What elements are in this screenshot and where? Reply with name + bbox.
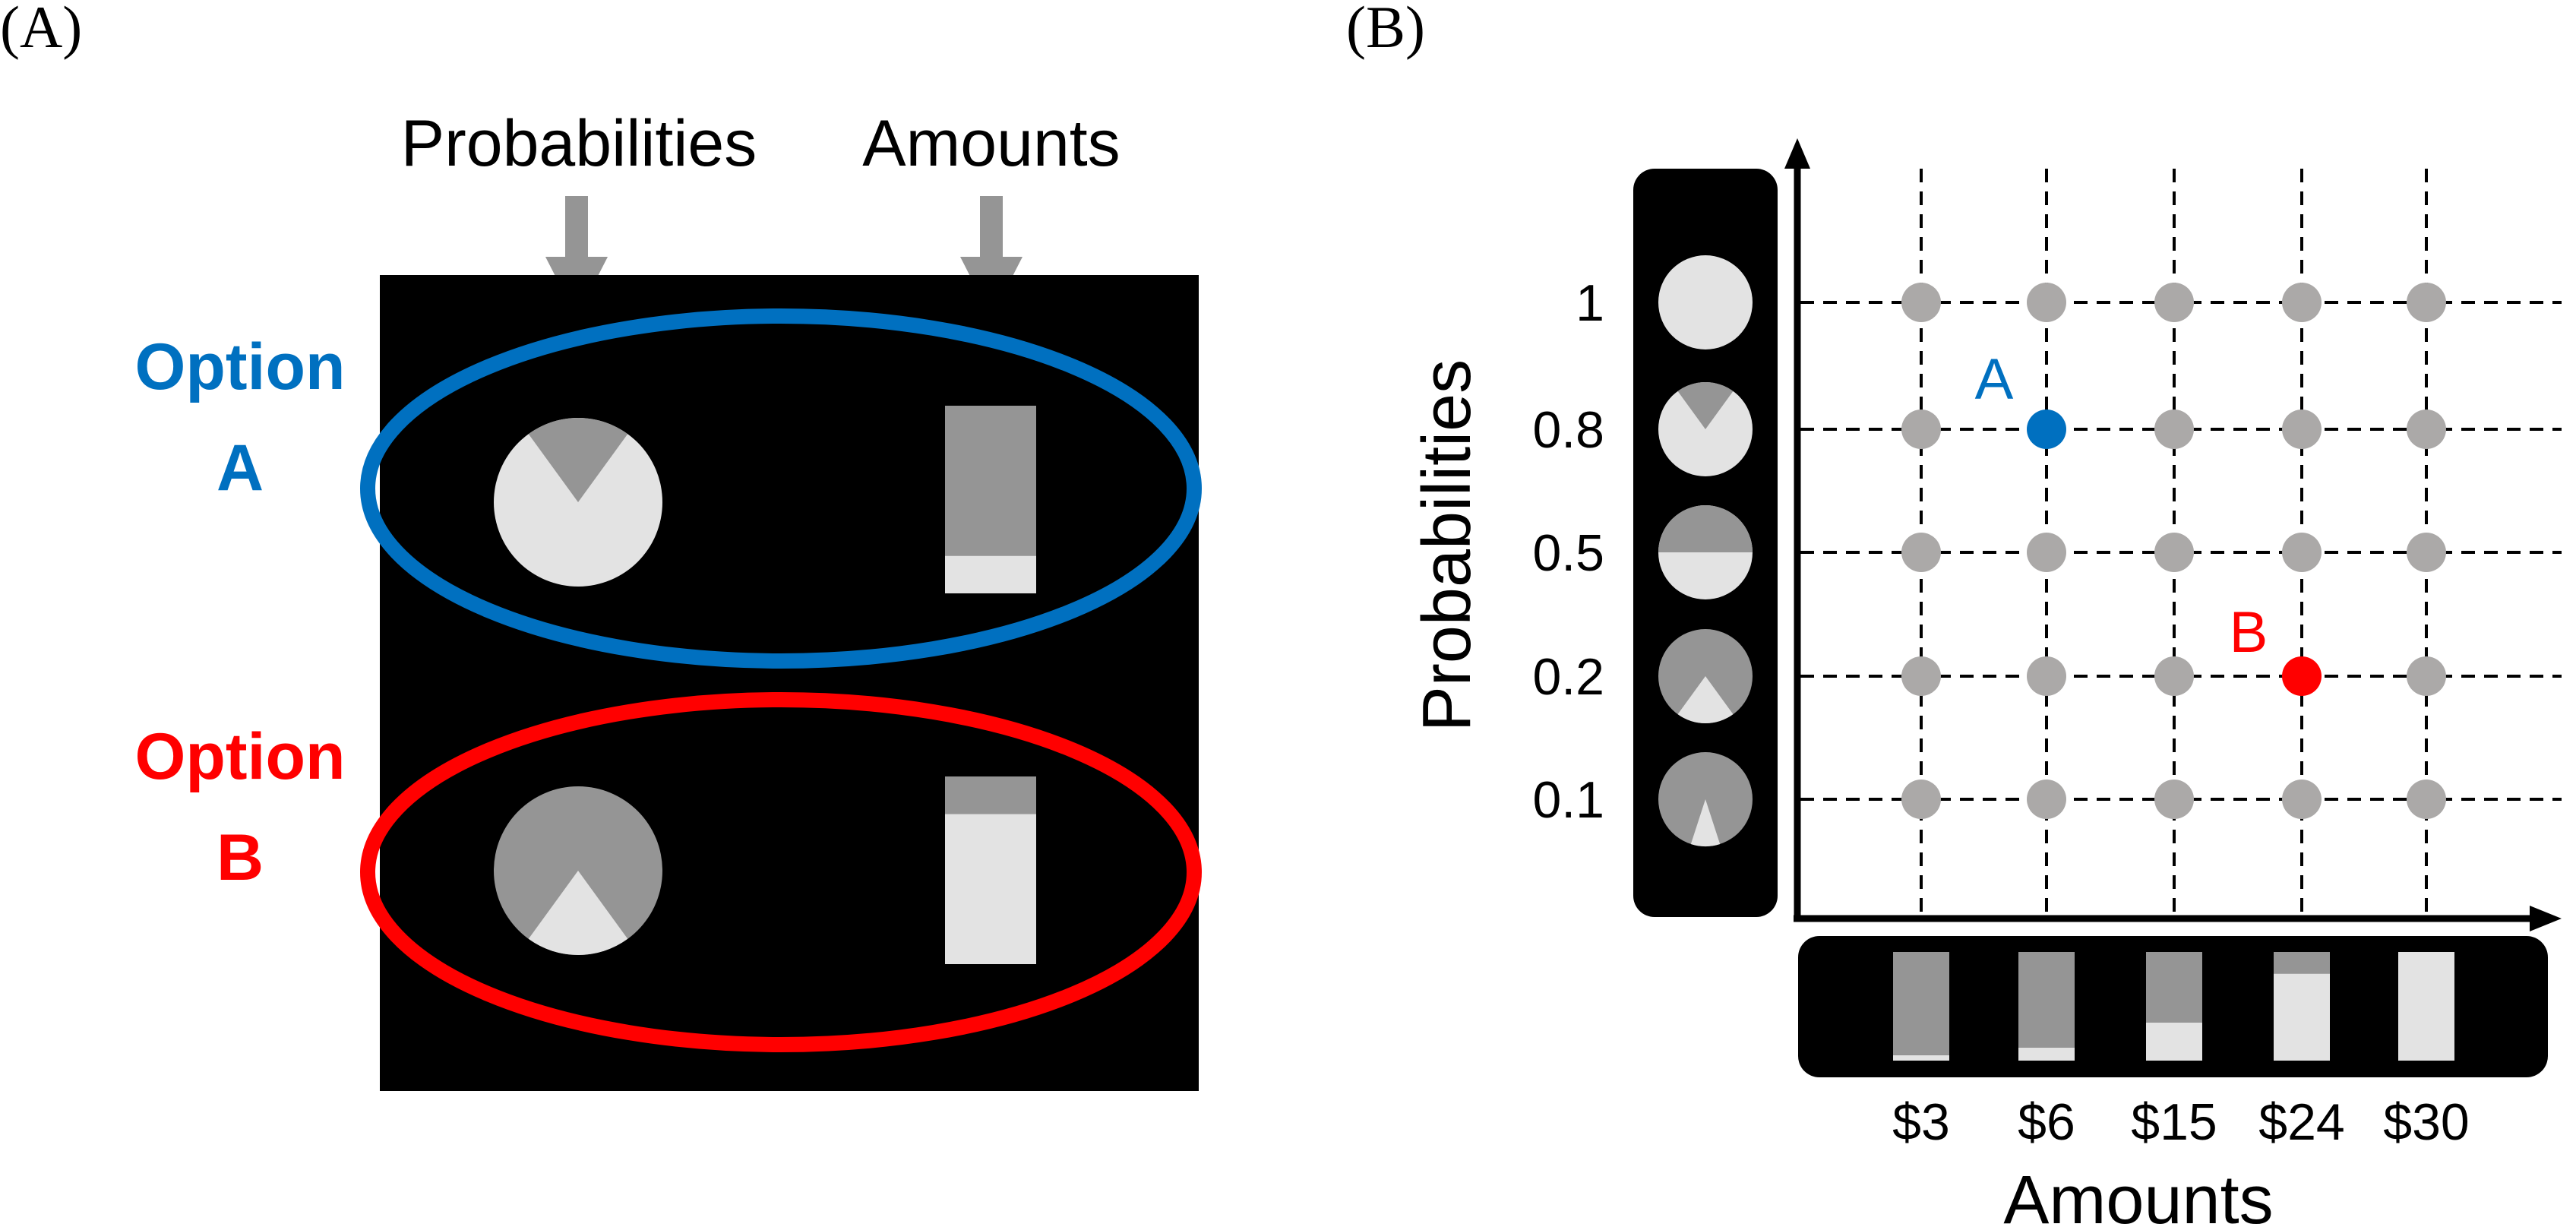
option-b-pie (494, 786, 662, 955)
grid-point (1901, 780, 1941, 819)
pie-legend-icon (1658, 381, 1753, 476)
grid-point (2282, 780, 2322, 819)
y-axis-label: Probabilities (1409, 359, 1485, 732)
bar-legend (1893, 952, 2454, 1061)
panel-b-label: (B) (1346, 0, 1425, 60)
x-axis-label: Amounts (2003, 1162, 2273, 1227)
option-b: Option B (134, 692, 1202, 1052)
option-a-ellipse (360, 308, 1202, 669)
point-label-a: A (1975, 347, 2014, 412)
grid-point (2282, 533, 2322, 572)
bar-legend-icon (2398, 952, 2454, 1061)
grid-point (2027, 283, 2066, 322)
panel-a: (A) Probabilities Amounts Option A Optio… (0, 0, 1202, 1091)
grid-point (2407, 410, 2446, 449)
grid-point (2282, 283, 2322, 322)
grid-point (2154, 410, 2194, 449)
grid-point (2027, 533, 2066, 572)
grid-point (1901, 283, 1941, 322)
pie-legend-icon (1658, 255, 1753, 349)
option-a-pie-graphic (494, 418, 662, 587)
grid-point (2154, 283, 2194, 322)
pie-legend-icon (1658, 752, 1753, 846)
option-b-word: Option (134, 720, 345, 793)
x-tick-label: $15 (2131, 1093, 2217, 1151)
bar-legend-icon (2146, 952, 2202, 1061)
pie-legend-icon (1658, 505, 1753, 599)
panel-a-label: (A) (0, 0, 82, 60)
amounts-header: Amounts (862, 107, 1120, 180)
grid-point (2027, 780, 2066, 819)
option-a-letter: A (217, 432, 264, 504)
grid-point (2407, 533, 2446, 572)
bar-legend-icon (2274, 952, 2330, 1061)
grid-points (1901, 283, 2446, 819)
bar-legend-icon (1893, 952, 1949, 1061)
option-a-pie (494, 418, 662, 587)
bar-legend-icon (2018, 952, 2075, 1061)
x-tick-label: $6 (2018, 1093, 2075, 1151)
grid-point (2027, 656, 2066, 696)
grid-point (2407, 656, 2446, 696)
option-b-letter: B (217, 821, 264, 894)
y-tick-label: 0.2 (1532, 648, 1604, 706)
option-b-amount-bar (945, 776, 1036, 964)
option-a-word: Option (134, 330, 345, 403)
pie-legend-icon (1658, 629, 1753, 724)
y-tick-label: 0.1 (1532, 771, 1604, 829)
option-a: Option A (134, 308, 1202, 669)
grid-point (2154, 780, 2194, 819)
x-tick-label: $3 (1892, 1093, 1950, 1151)
grid-point (1901, 410, 1941, 449)
x-tick-label: $30 (2383, 1093, 2469, 1151)
grid-point (1901, 533, 1941, 572)
point-label-b: B (2230, 600, 2268, 665)
y-tick-label: 1 (1576, 274, 1604, 332)
option-b-pie-graphic (494, 786, 662, 955)
grid-point (1901, 656, 1941, 696)
grid-point (2407, 780, 2446, 819)
x-axis (1794, 906, 2562, 931)
option-a-amount-bar (945, 406, 1036, 593)
probabilities-header: Probabilities (401, 107, 757, 180)
option-b-bar-graphic (945, 776, 1036, 964)
pie-legend (1658, 255, 1753, 846)
highlighted-point-a (2027, 410, 2066, 449)
grid-point (2154, 656, 2194, 696)
option-b-ellipse (360, 692, 1202, 1052)
x-tick-labels: $3 $6 $15 $24 $30 (1892, 1093, 2470, 1151)
option-a-bar-graphic (945, 406, 1036, 593)
panel-b: (B) 1 0.8 0.5 0.2 0.1 $3 $6 $15 $24 $30 Probabil… (1346, 0, 2562, 1227)
highlighted-point-b (2282, 656, 2322, 696)
x-tick-label: $24 (2258, 1093, 2344, 1151)
grid-point (2282, 410, 2322, 449)
y-tick-label: 0.5 (1532, 524, 1604, 582)
y-tick-label: 0.8 (1532, 401, 1604, 459)
stimulus-screen (380, 275, 1199, 1091)
y-axis (1784, 138, 1810, 919)
grid-point (2154, 533, 2194, 572)
grid-point (2407, 283, 2446, 322)
y-tick-labels: 1 0.8 0.5 0.2 0.1 (1532, 274, 1604, 829)
